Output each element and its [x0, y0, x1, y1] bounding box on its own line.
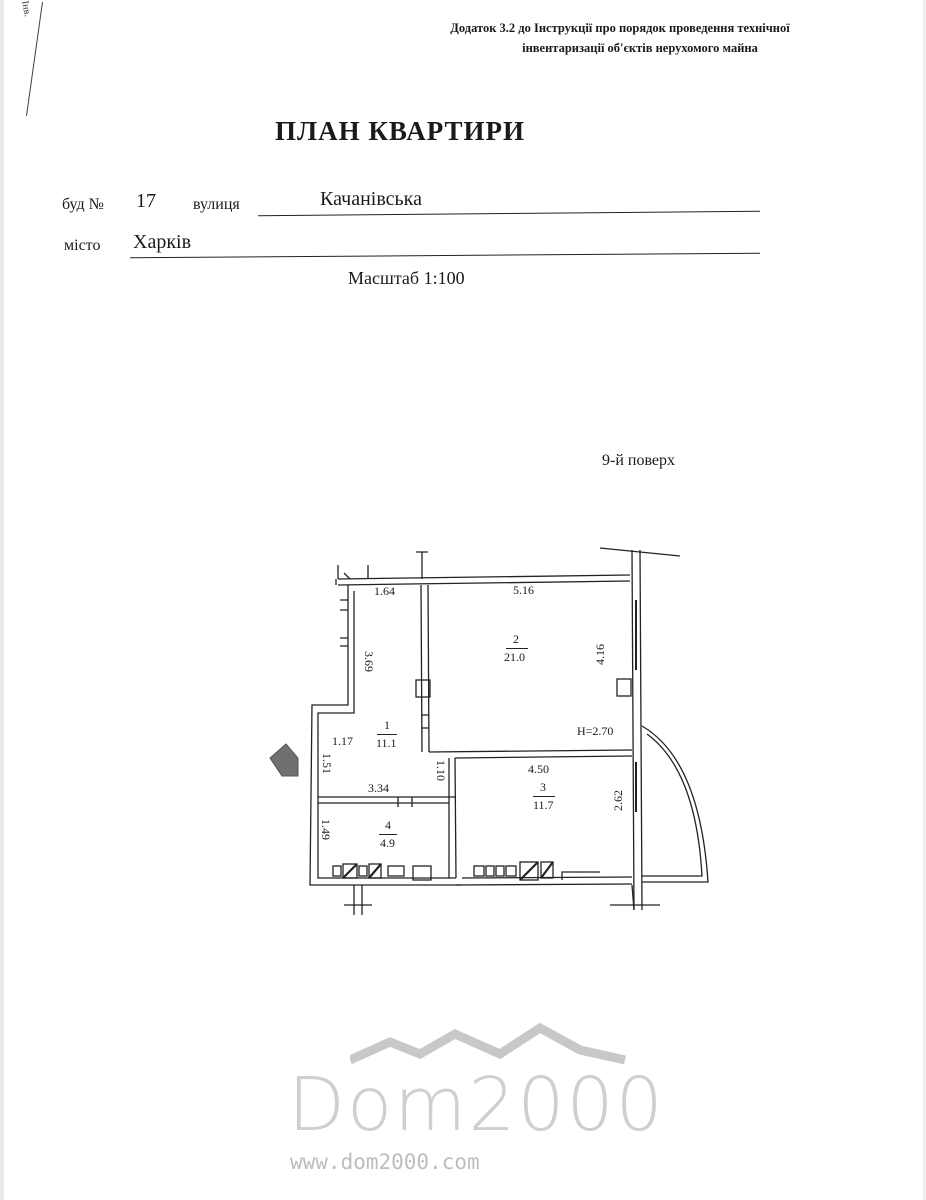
- dim-4-50: 4.50: [528, 762, 549, 776]
- room-1-number: 1: [384, 718, 390, 732]
- room-2-area: 21.0: [504, 650, 525, 664]
- street-underline: [258, 210, 760, 217]
- dim-3-69: 3.69: [362, 651, 376, 672]
- dim-1-10: 1.10: [434, 760, 448, 781]
- entrance-arrow-icon: [269, 743, 299, 777]
- corner-stamp-text: Інв.: [19, 0, 33, 18]
- header-line-1: Додаток 3.2 до Інструкції про порядок пр…: [450, 21, 790, 35]
- dim-1-51: 1.51: [320, 753, 334, 774]
- dim-5-16: 5.16: [513, 583, 534, 597]
- room-3-area: 11.7: [533, 798, 554, 812]
- room-1-divider: [377, 734, 397, 735]
- page-title: ПЛАН КВАРТИРИ: [274, 116, 526, 146]
- watermark-brand: Dom2000: [288, 1062, 665, 1148]
- room-4-area: 4.9: [380, 836, 395, 850]
- dim-1-49: 1.49: [319, 819, 333, 840]
- scale-label: Масштаб 1:100: [348, 268, 465, 288]
- header-line-2: інвентаризації об'єктів нерухомого майна: [522, 41, 758, 55]
- scan-left-edge: [0, 0, 4, 1200]
- street-label: вулиця: [193, 196, 240, 213]
- document-header: Додаток 3.2 до Інструкції про порядок пр…: [420, 18, 820, 58]
- corner-stamp-line: [25, 1, 43, 116]
- room-2-number: 2: [513, 632, 519, 646]
- floor-label: 9-й поверх: [602, 452, 676, 469]
- height-label: H=2.70: [577, 724, 614, 738]
- city-label: місто: [64, 237, 101, 254]
- room-3-number: 3: [540, 780, 546, 794]
- dim-1-64: 1.64: [374, 584, 395, 598]
- street-value: Качанівська: [320, 188, 422, 210]
- building-number: 17: [136, 190, 156, 212]
- building-label: буд №: [62, 196, 104, 213]
- room-1-area: 11.1: [376, 736, 397, 750]
- scan-right-edge: [923, 0, 926, 1200]
- city-value: Харків: [133, 231, 192, 253]
- room-2-divider: [506, 648, 528, 649]
- room-4-number: 4: [385, 818, 391, 832]
- room-4-divider: [379, 834, 397, 835]
- dim-1-17: 1.17: [332, 734, 353, 748]
- floor-plan: [269, 547, 709, 915]
- watermark-url: www.dom2000.com: [290, 1150, 480, 1174]
- city-underline: [130, 252, 760, 259]
- dim-2-62: 2.62: [611, 790, 625, 811]
- watermark-roof-icon: [350, 1022, 626, 1065]
- room-3-divider: [533, 796, 555, 797]
- dim-3-34: 3.34: [368, 781, 389, 795]
- dim-4-16: 4.16: [593, 644, 607, 665]
